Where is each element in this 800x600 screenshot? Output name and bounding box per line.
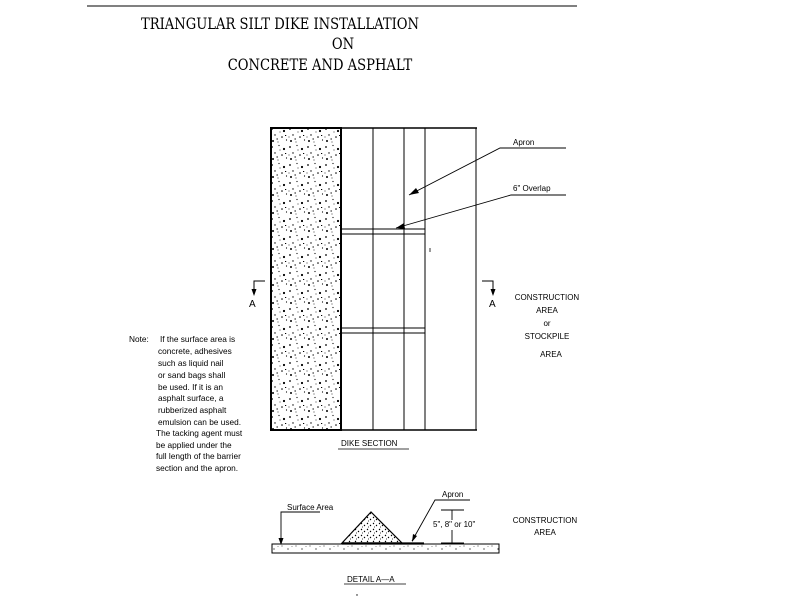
section-marker-right: A — [489, 299, 496, 310]
note-line-9: The tacking agent must — [156, 428, 243, 438]
apron-label: Apron — [513, 138, 535, 147]
title-line-1: TRIANGULAR SILT DIKE INSTALLATION — [140, 14, 420, 33]
note-line-12: section and the apron. — [156, 463, 239, 473]
title-line-3: CONCRETE AND ASPHALT — [227, 55, 413, 74]
construction-area-line-4: STOCKPILE — [524, 332, 570, 341]
note-line-2: concrete, adhesives — [158, 346, 232, 356]
dike-section-label: DIKE SECTION — [341, 439, 398, 448]
detail-title: DETAIL A—A — [347, 575, 395, 584]
dike-plan — [341, 127, 477, 431]
detail-construction-area-line-2: AREA — [534, 528, 556, 537]
surface-slab — [271, 543, 500, 554]
surface-area-label: Surface Area — [287, 503, 334, 512]
note-line-6: asphalt surface, a — [158, 393, 224, 403]
section-marker-left-arrow — [253, 280, 265, 291]
construction-area-line-3: or — [543, 319, 551, 328]
note-line-3: such as liquid nail — [158, 358, 224, 368]
note-line-11: full length of the barrier — [156, 451, 241, 461]
title-line-2: ON — [331, 34, 355, 53]
construction-area-line-5: AREA — [540, 350, 562, 359]
section-marker-left: A — [249, 299, 256, 310]
section-marker-right-arrow — [482, 280, 494, 291]
note-line-1: If the surface area is — [160, 334, 236, 344]
concrete-surface — [270, 127, 342, 431]
dimension-label: 5", 8" or 10" — [433, 520, 476, 529]
leaders — [395, 147, 566, 229]
detail-construction-area-line-1: CONSTRUCTION — [512, 516, 578, 525]
construction-area-line-1: CONSTRUCTION — [514, 293, 580, 302]
detail-apron-label: Apron — [442, 490, 464, 499]
note-line-10: be applied under the — [156, 440, 232, 450]
note-line-7: rubberized asphalt — [158, 405, 227, 415]
overlap-label: 6" Overlap — [513, 184, 551, 193]
note-prefix: Note: — [129, 334, 149, 344]
detail-a-a — [271, 499, 500, 554]
construction-area-line-2: AREA — [536, 306, 558, 315]
note-line-5: be used. If it is an — [158, 382, 224, 392]
note-line-8: emulsion can be used. — [158, 417, 242, 427]
note-line-4: or sand bags shall — [158, 370, 226, 380]
silt-dike-triangle — [340, 511, 404, 544]
